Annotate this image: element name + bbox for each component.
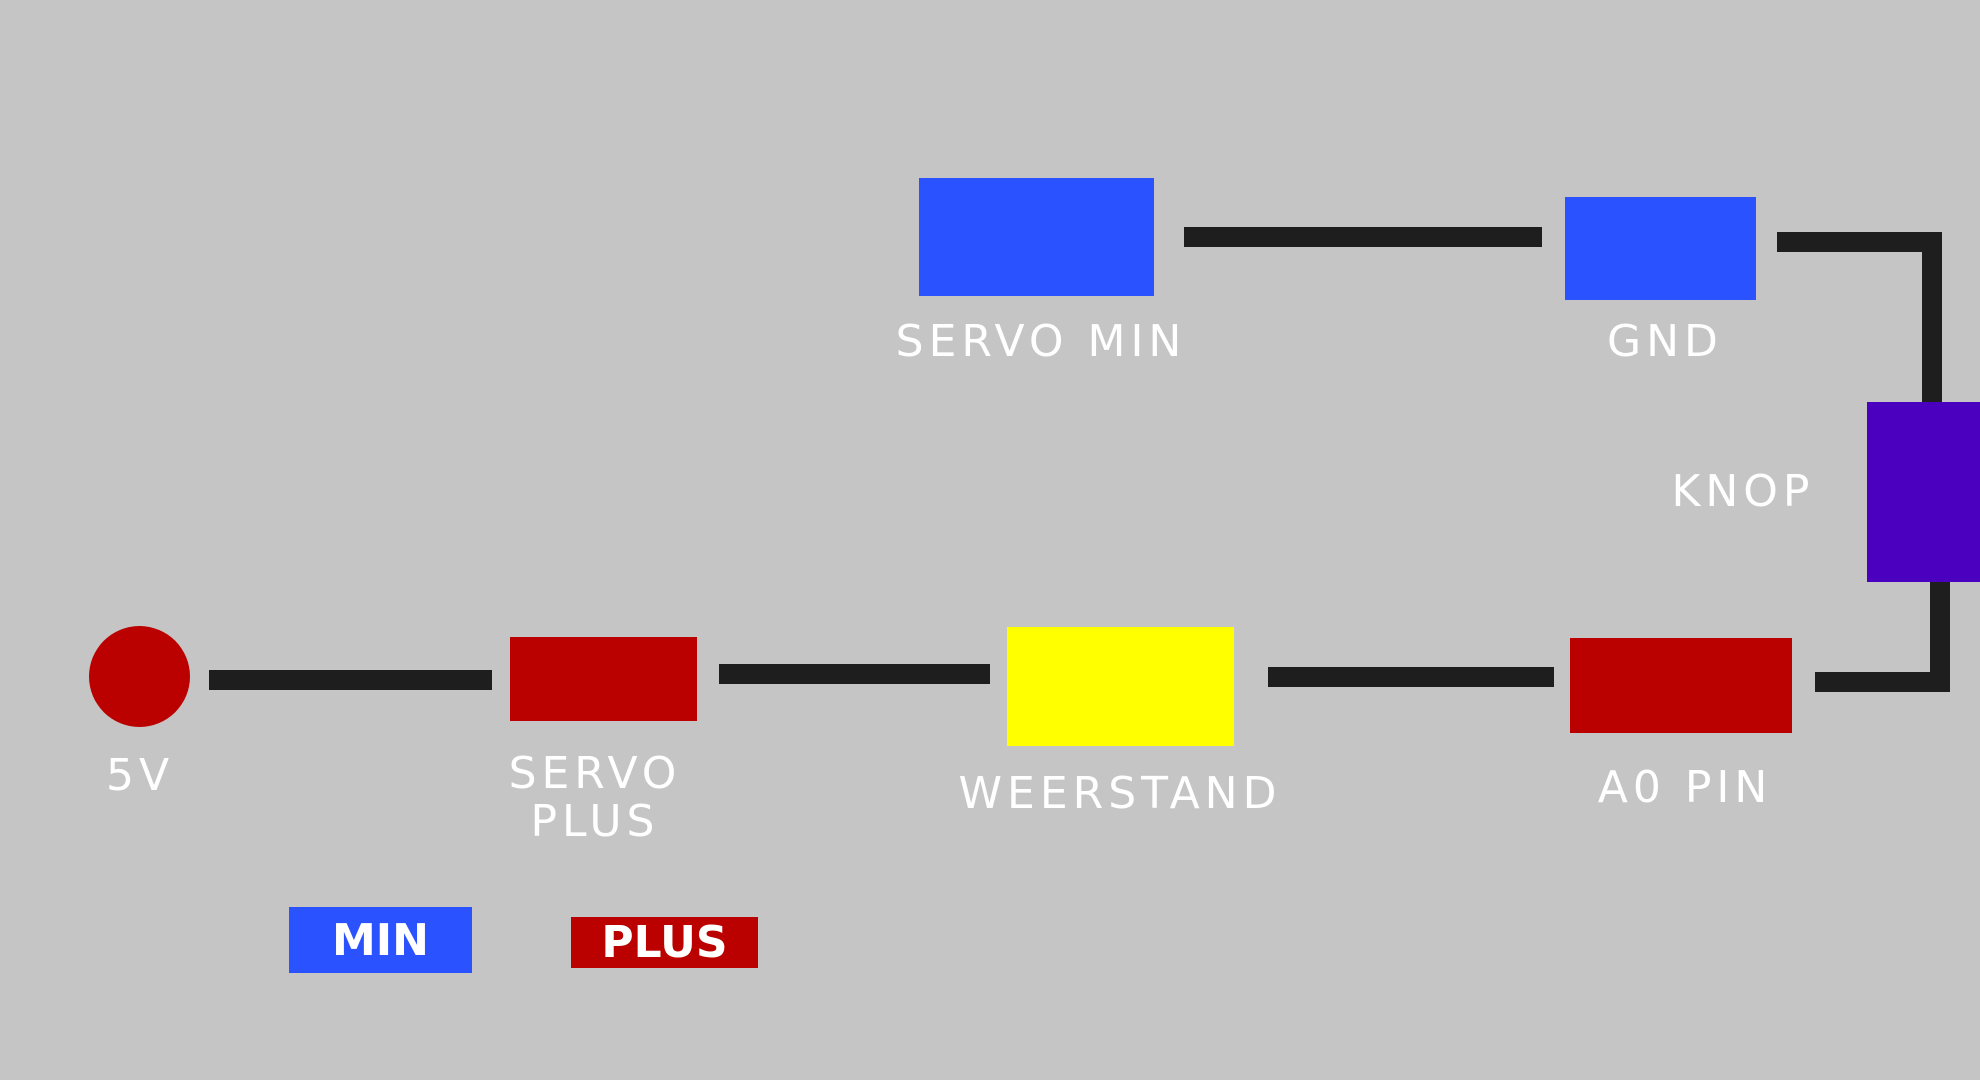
- gnd-label: GND: [1607, 316, 1723, 367]
- a0-pin-label: A0 PIN: [1597, 762, 1773, 813]
- servo-min-block: [919, 178, 1154, 296]
- weerstand-label: WEERSTAND: [958, 768, 1282, 819]
- 5v-terminal: [89, 626, 190, 727]
- servo-plus-block: [510, 637, 697, 721]
- a0-pin-block: [1570, 638, 1792, 733]
- servo-plus-label: SERVO PLUS: [495, 750, 695, 846]
- servo-plus-label-line2: PLUS: [530, 796, 660, 847]
- servo-min-label: SERVO MIN: [895, 316, 1187, 367]
- legend-min: MIN: [289, 907, 472, 973]
- 5v-label: 5V: [105, 750, 175, 801]
- wire-gnd-knop: [1777, 232, 1942, 402]
- gnd-block: [1565, 197, 1756, 300]
- legend-plus: PLUS: [571, 917, 758, 968]
- knop-label: KNOP: [1671, 466, 1815, 517]
- wire-knop-a0: [1815, 582, 1950, 692]
- knop-block: [1867, 402, 1980, 582]
- servo-plus-label-line1: SERVO: [508, 748, 682, 799]
- weerstand-block: [1007, 627, 1234, 746]
